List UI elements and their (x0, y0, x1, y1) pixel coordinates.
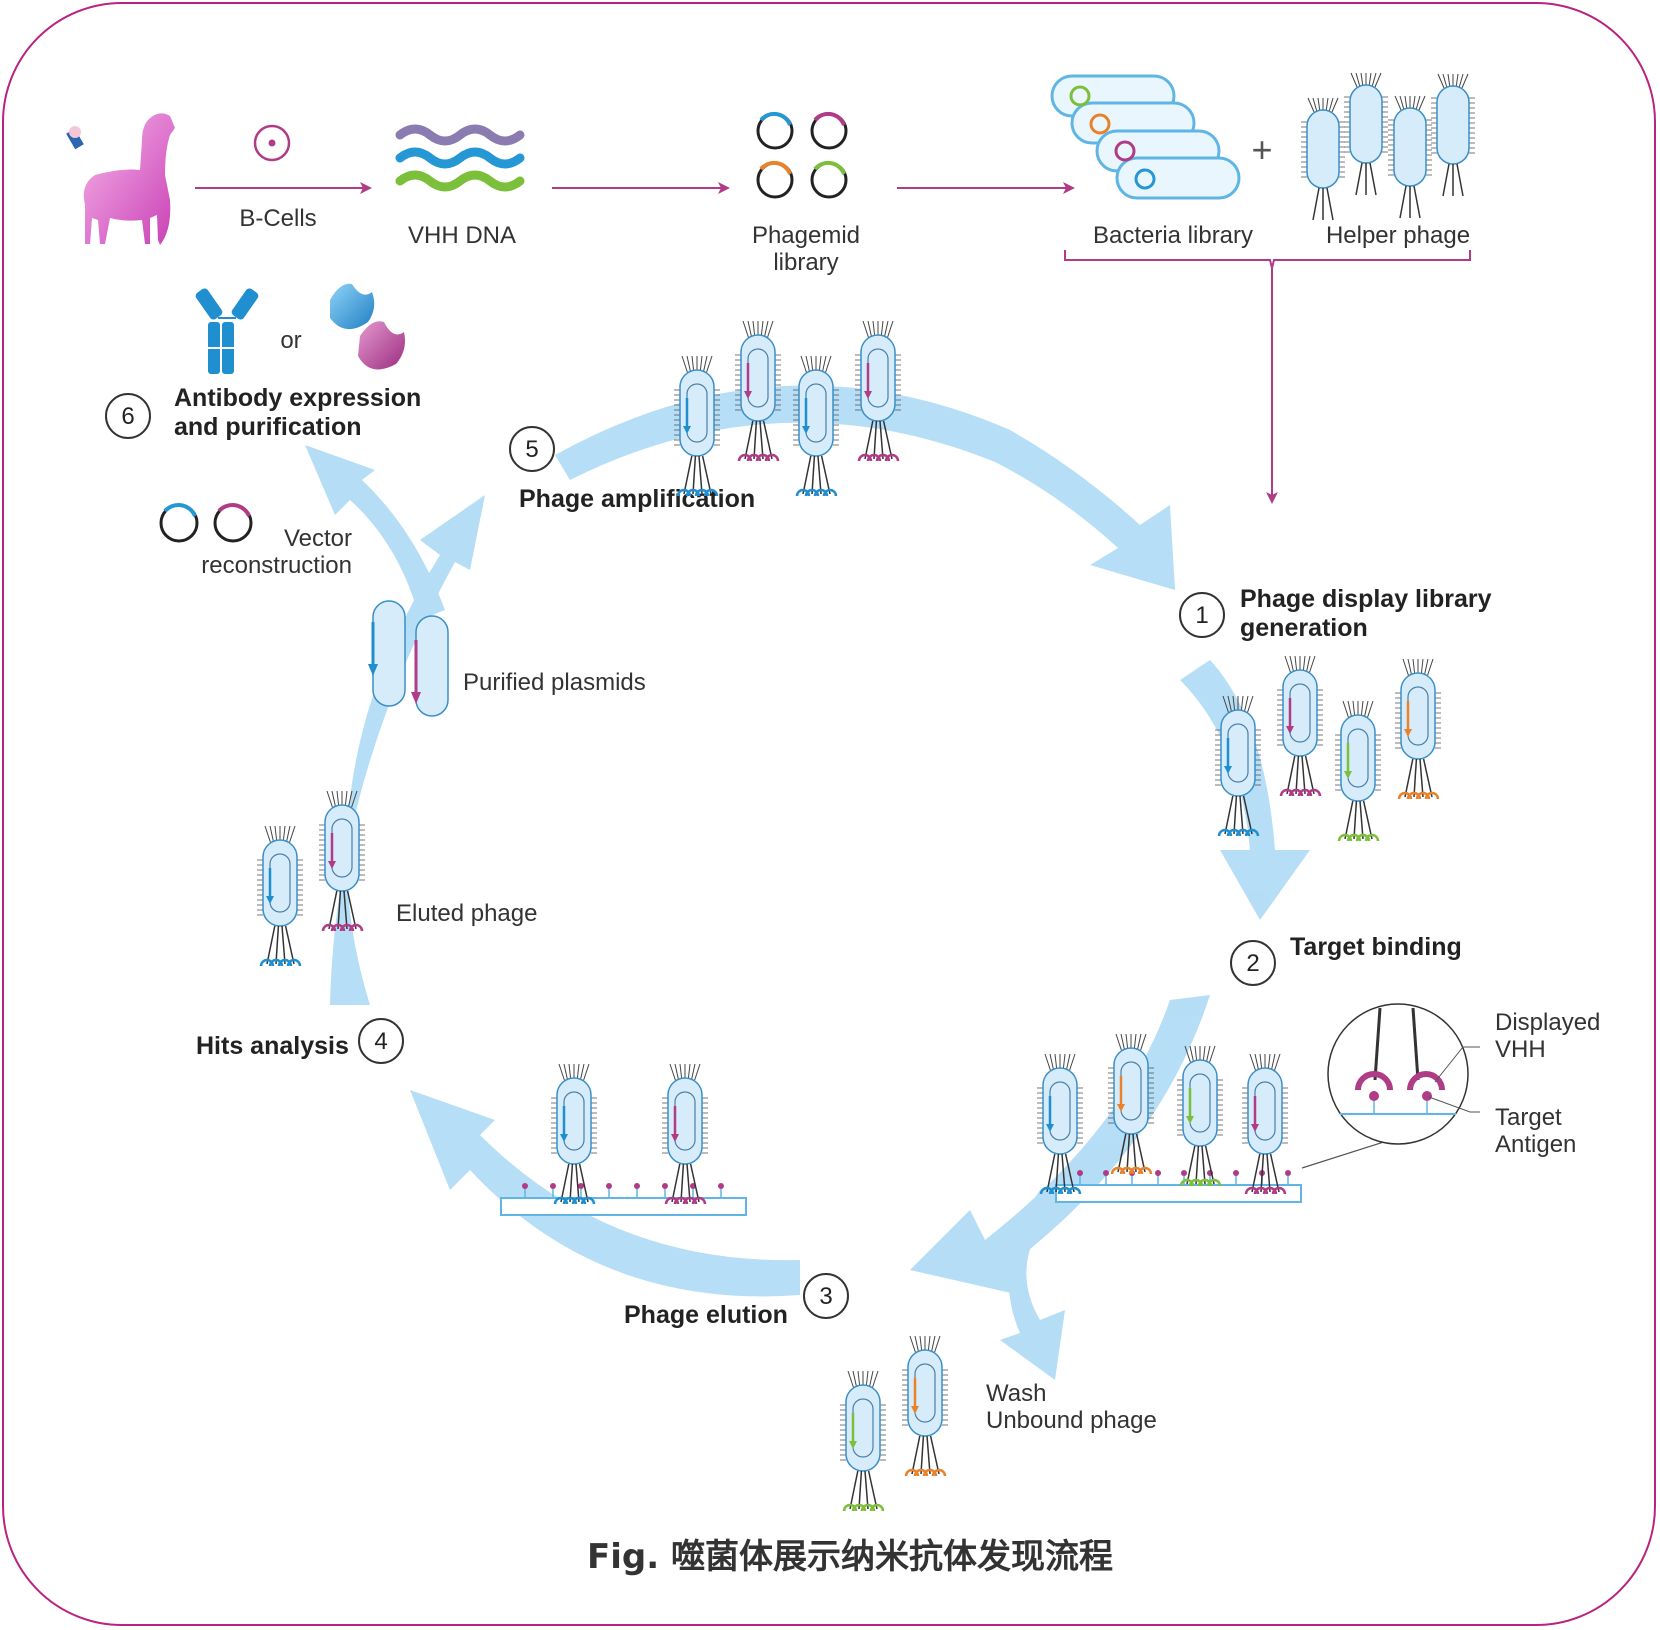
displayed-vhh-line2: VHH (1495, 1036, 1546, 1063)
plasmid-icon (810, 160, 848, 199)
antibody-expression: or 6 Antibody expression and purificatio… (105, 283, 421, 441)
step-5-number: 5 (525, 436, 538, 463)
phage-icon (1335, 700, 1381, 842)
cycle-arrow-binding-to-elution (910, 995, 1210, 1295)
phage-icon (1344, 72, 1388, 196)
vector-label-line1: Vector (284, 525, 352, 552)
or-label: or (280, 327, 301, 354)
unbound-phage-label: Unbound phage (986, 1407, 1157, 1434)
step-4-badge (358, 1018, 404, 1064)
step-1-title-line1: Phage display library (1240, 585, 1492, 613)
phagemid-label-line2: library (773, 249, 838, 276)
step-1: 1 Phage display library generation (1179, 585, 1492, 642)
phage-icon (902, 1335, 948, 1477)
phage-icon (793, 355, 839, 497)
phage-icon (1177, 1045, 1223, 1187)
phage-icon (1277, 655, 1323, 797)
bacteria-icon (1050, 74, 1241, 200)
phage-icon (1301, 97, 1345, 221)
step-6-title-line1: Antibody expression (174, 384, 421, 412)
eluted-phage-label: Eluted phage (396, 900, 537, 927)
cycle-arrows (305, 385, 1310, 1380)
phage-icon (1388, 95, 1432, 219)
wash-branch-arrow (1000, 1190, 1065, 1380)
step-5-badge (509, 426, 555, 472)
plus-sign: + (1251, 129, 1272, 170)
displayed-vhh-line1: Displayed (1495, 1009, 1600, 1036)
phage-icon (674, 355, 720, 497)
step-1-title-line2: generation (1240, 614, 1368, 642)
step-3-number: 3 (819, 1283, 832, 1310)
step-2-badge (1230, 940, 1276, 986)
plasmid-icon (756, 111, 794, 150)
target-antigen-line2: Antigen (1495, 1131, 1576, 1158)
phagemid-plasmids (756, 111, 848, 199)
phage-icon (735, 320, 781, 462)
purified-plasmids: Purified plasmids (368, 600, 646, 717)
helper-phages (1301, 72, 1475, 221)
phage-icon (840, 1370, 886, 1512)
plasmid-icon (810, 111, 848, 150)
step-5-title: Phage amplification (519, 485, 755, 513)
phage-icon (855, 320, 901, 462)
nanobody-icon (330, 283, 405, 370)
phage-icon (1431, 73, 1475, 197)
plasmid-icon (159, 503, 199, 543)
plasmid-icon (213, 503, 253, 543)
phage-icon (1395, 658, 1441, 800)
cycle-arrow-amplification-to-library (555, 385, 1175, 590)
step-5: 5 Phage amplification (509, 426, 755, 513)
b-cells-label: B-Cells (239, 205, 316, 232)
helper-phage-label: Helper phage (1326, 222, 1470, 249)
binding-plate (1055, 1170, 1302, 1203)
phage-icon (662, 1063, 708, 1205)
step-3-badge (803, 1273, 849, 1319)
phage-icon (551, 1063, 597, 1205)
bracket (1064, 250, 1471, 269)
phage-icon (1215, 695, 1261, 837)
alpaca-icon (66, 113, 175, 245)
vhh-dna-label: VHH DNA (408, 222, 516, 249)
phage-icon (257, 825, 303, 967)
step-1-badge (1179, 592, 1225, 638)
vector-reconstruction: Vector reconstruction (159, 503, 352, 579)
step-6-number: 6 (121, 403, 134, 430)
wash-label: Wash (986, 1380, 1046, 1407)
step-3-title: Phage elution (624, 1301, 788, 1329)
dna-strands-icon (395, 124, 525, 192)
phage-particles (257, 320, 1441, 1512)
cycle-arrow-to-antibody-expression (305, 445, 445, 620)
vector-label-line2: reconstruction (201, 552, 352, 579)
step-6-badge (105, 393, 151, 439)
eluted-phage: Eluted phage (396, 900, 537, 927)
target-antigen-line1: Target (1495, 1104, 1562, 1131)
step-2-number: 2 (1246, 950, 1259, 977)
wash-labels: Wash Unbound phage (986, 1380, 1157, 1434)
figure-caption: Fig. 噬菌体展示纳米抗体发现流程 (587, 1537, 1113, 1577)
step-4-title: Hits analysis (196, 1032, 349, 1060)
step-6-title-line2: and purification (174, 413, 362, 441)
antibody-icon (195, 288, 259, 374)
step-4: 4 Hits analysis (196, 1018, 404, 1064)
b-cell-icon (253, 124, 291, 162)
phagemid-label-line1: Phagemid (752, 222, 860, 249)
top-flow: B-Cells VHH DNA Phagemid library (66, 72, 1475, 504)
phage-icon (1108, 1033, 1154, 1175)
step-4-number: 4 (374, 1028, 387, 1055)
bacteria-library-label: Bacteria library (1093, 222, 1253, 249)
phage-icon (319, 790, 365, 932)
step-2-title: Target binding (1290, 933, 1462, 961)
cycle-arrow-hits-to-amplification (330, 495, 485, 1005)
step-2: 2 Target binding (1230, 933, 1462, 986)
phage-icon (1037, 1053, 1083, 1195)
purified-plasmids-label: Purified plasmids (463, 669, 646, 696)
phage-icon (1242, 1053, 1288, 1195)
step-3: 3 Phage elution (624, 1273, 849, 1329)
zoom-inset: Displayed VHH Target Antigen (1301, 1003, 1600, 1169)
step-1-number: 1 (1195, 602, 1208, 629)
plasmid-icon (756, 160, 794, 199)
cycle-arrow-elution-to-hits (410, 1090, 800, 1297)
